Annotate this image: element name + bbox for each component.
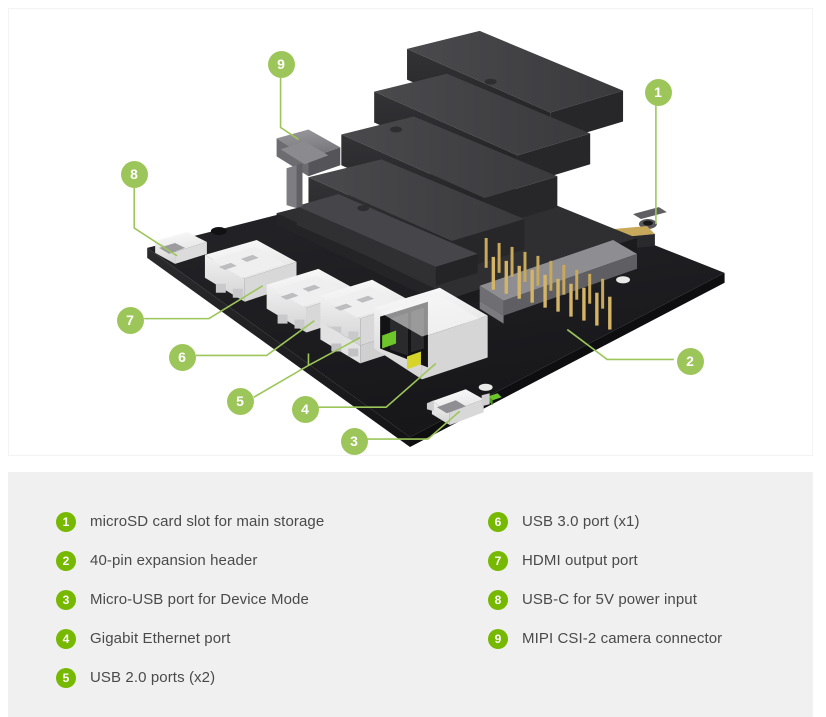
list-item: 7 HDMI output port [488,541,722,580]
legend-label-8: USB-C for 5V power input [522,591,697,608]
heatsink-fin [407,30,624,113]
fin-dimple [390,126,403,133]
legend-badge-2: 2 [56,550,76,571]
mount-hole [478,383,493,391]
leader-line-7 [144,285,264,320]
gigabit-ethernet-port [374,287,488,380]
legend-column-right: 6 USB 3.0 port (x1) 7 HDMI output port 8… [488,502,722,658]
microsd-card-slot [633,207,667,220]
list-item: 8 USB-C for 5V power input [488,580,722,619]
callout-badge-5[interactable]: 5 [226,387,254,415]
jetson-nano-board-render [9,9,812,455]
list-item: 9 MIPI CSI-2 camera connector [488,619,722,658]
callout-badge-8[interactable]: 8 [120,160,148,188]
mount-hole [642,220,653,226]
list-item: 2 40-pin expansion header [56,541,324,580]
list-item: 5 USB 2.0 ports (x2) [56,658,324,697]
callout-badge-6[interactable]: 6 [168,343,196,371]
legend-badge-6: 6 [488,511,508,532]
list-item: 4 Gigabit Ethernet port [56,619,324,658]
legend-badge-1: 1 [56,511,76,532]
mount-hole [210,227,227,235]
legend-badge-5: 5 [56,667,76,688]
power-led [488,393,502,401]
heatsink-fin-face [435,253,478,286]
legend-label-4: Gigabit Ethernet port [90,630,231,647]
ethernet-led-green [382,330,397,349]
legend-label-3: Micro-USB port for Device Mode [90,591,309,608]
fin-dimple [357,205,370,212]
legend-label-6: USB 3.0 port (x1) [522,513,640,530]
callout-badge-3[interactable]: 3 [340,427,368,455]
leader-line-9 [279,77,299,141]
legend-label-5: USB 2.0 ports (x2) [90,669,216,686]
heatsink-fin [374,73,591,156]
callout-leader-lines [133,77,674,440]
list-item: 6 USB 3.0 port (x1) [488,502,722,541]
40-pin-expansion-header [479,237,637,330]
micro-usb-port [426,389,490,426]
heatsink-fin [341,116,558,199]
legend-label-1: microSD card slot for main storage [90,513,325,530]
callout-badge-7[interactable]: 7 [116,306,144,334]
heatsink-fin-side [296,206,436,286]
callout-badge-1[interactable]: 1 [644,78,672,106]
hdmi-output-port [204,239,297,302]
callout-badge-2[interactable]: 2 [676,347,704,375]
legend-badge-4: 4 [56,628,76,649]
legend-label-7: HDMI output port [522,552,638,569]
callout-badge-9[interactable]: 9 [267,50,295,78]
legend-badge-8: 8 [488,589,508,610]
mount-hole [616,276,631,284]
fin-dimple [484,78,497,85]
heatsink-fin [296,194,478,267]
ethernet-led-yellow [407,351,421,370]
legend-column-left: 1 microSD card slot for main storage 2 4… [56,502,324,697]
leader-line-3 [367,410,461,440]
legend-badge-9: 9 [488,628,508,649]
leader-line-5 [253,336,361,398]
usb-c-power-input [155,232,207,264]
mipi-csi-2-connector [276,129,341,209]
heatsink-fin [308,159,525,241]
legend-label-9: MIPI CSI-2 camera connector [522,630,723,647]
legend-badge-3: 3 [56,589,76,610]
heatsink-base-front [276,213,454,310]
leader-line-8 [133,187,178,257]
legend-label-2: 40-pin expansion header [90,552,258,569]
legend-badge-7: 7 [488,550,508,571]
board-photo-panel: 1 2 3 4 5 6 7 8 9 [8,8,813,456]
leader-line-6 [195,319,315,357]
leader-line-2 [566,328,674,361]
callout-badge-4[interactable]: 4 [291,395,319,423]
leader-line-4 [318,362,437,409]
list-item: 3 Micro-USB port for Device Mode [56,580,324,619]
list-item: 1 microSD card slot for main storage [56,502,324,541]
callout-legend-panel: 1 microSD card slot for main storage 2 4… [8,472,813,717]
